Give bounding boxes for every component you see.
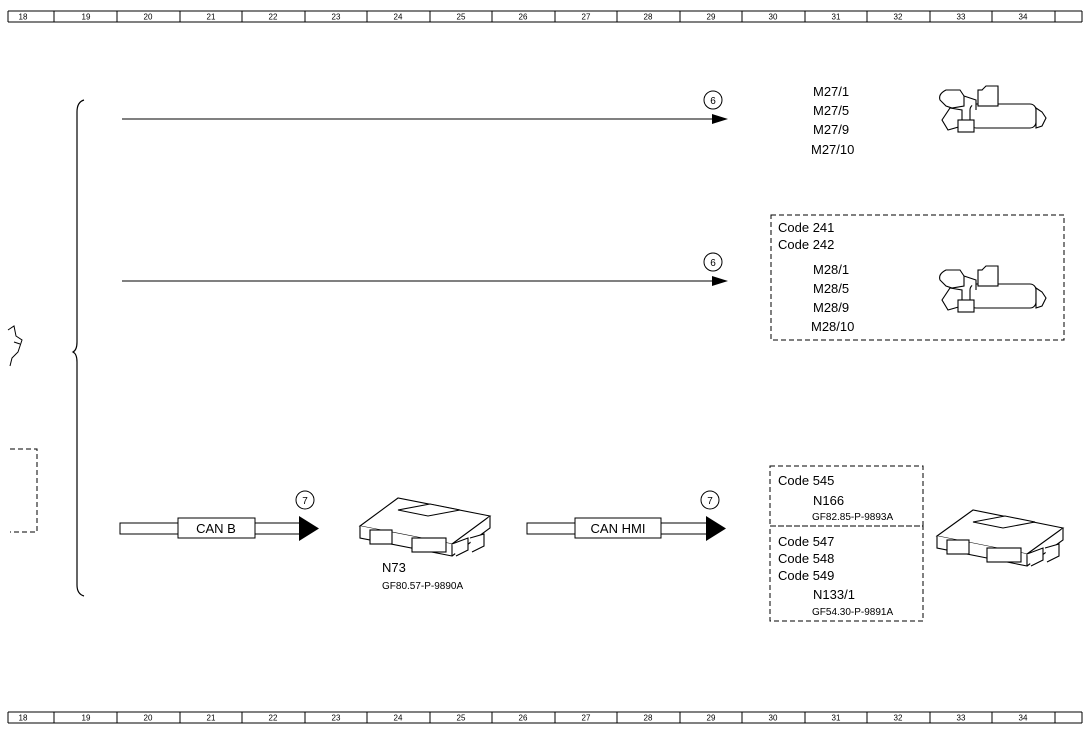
part-label: M28/1 [813,262,849,277]
motor-icon [939,265,1047,313]
ruler-number: 31 [832,714,841,723]
ruler-number: 18 [19,714,28,723]
ruler-number: 26 [519,13,528,22]
part-label: M28/9 [813,300,849,315]
ruler-number: 29 [707,13,716,22]
connector-ref-7: 7 [707,496,713,507]
ruler-number: 31 [832,13,841,22]
ruler-bottom: 18 19 20 21 22 23 24 25 26 27 28 29 30 31 32 33 34 [7,711,1083,724]
module-name: N73 [382,560,406,575]
left-brace [71,99,85,597]
ruler-number: 32 [894,13,903,22]
ruler-number: 23 [332,714,341,723]
ruler-number: 34 [1019,714,1028,723]
ruler-number: 29 [707,714,716,723]
code-label: Code 545 [778,473,834,488]
bus-label: CAN HMI [591,521,646,536]
ruler-number: 34 [1019,13,1028,22]
part-label: M28/5 [813,281,849,296]
code-label: Code 549 [778,568,834,583]
ruler-number: 33 [957,714,966,723]
ruler-number: 21 [207,13,216,22]
code-label: Code 242 [778,237,834,252]
ruler-number: 25 [457,13,466,22]
ruler-number: 26 [519,714,528,723]
module-name: N133/1 [813,587,855,602]
ruler-number: 28 [644,13,653,22]
connector-ref-6: 6 [710,258,716,269]
motor-icon [939,85,1047,133]
code-label: Code 547 [778,534,834,549]
ruler-number: 27 [582,714,591,723]
can-b-bus: CAN B 7 [119,490,319,541]
right-code-box-bottom: Code 547 Code 548 Code 549 N133/1 GF54.3… [769,525,924,622]
control-module-icon [358,497,492,557]
code-label: Code 548 [778,551,834,566]
ruler-number: 22 [269,13,278,22]
partial-dashed-box [10,448,38,533]
ruler-number: 22 [269,714,278,723]
part-label: M27/1 [813,84,849,99]
ruler-number: 30 [769,714,778,723]
ruler-number: 24 [394,13,403,22]
ruler-top: 18 19 20 21 22 23 24 25 26 27 28 29 30 31 32 33 34 [7,10,1083,23]
row-2-signal: 6 [122,252,728,286]
bus-label: CAN B [196,521,236,536]
part-label: M27/9 [813,122,849,137]
code-label: Code 241 [778,220,834,235]
ruler-number: 28 [644,714,653,723]
ruler-number: 27 [582,13,591,22]
right-code-box-top: Code 545 N166 GF82.85-P-9893A [769,465,924,527]
row-2-code-box: Code 241 Code 242 M28/1 M28/5 M28/9 M28/… [770,214,1065,341]
ruler-number: 23 [332,13,341,22]
connector-ref-7: 7 [302,496,308,507]
can-hmi-bus: CAN HMI 7 [526,490,726,541]
ruler-number: 18 [19,13,28,22]
control-module-icon [935,509,1065,567]
ruler-number: 25 [457,714,466,723]
connector-ref-6: 6 [710,96,716,107]
ruler-number: 33 [957,13,966,22]
ruler-number: 20 [144,714,153,723]
ruler-number: 30 [769,13,778,22]
module-ref: GF80.57-P-9890A [382,581,463,592]
row-1-part-list: M27/1 M27/5 M27/9 M27/10 [811,84,854,157]
part-label: M28/10 [811,319,854,334]
ruler-number: 19 [82,714,91,723]
row-1-signal: 6 [122,90,728,124]
part-label: M27/10 [811,142,854,157]
module-ref: GF54.30-P-9891A [812,607,893,618]
module-name: N166 [813,493,844,508]
ruler-number: 24 [394,714,403,723]
ruler-number: 20 [144,13,153,22]
ruler-number: 19 [82,13,91,22]
ruler-number: 21 [207,714,216,723]
ruler-number: 32 [894,714,903,723]
part-label: M27/5 [813,103,849,118]
partial-motor-icon [7,325,23,367]
module-ref: GF82.85-P-9893A [812,512,893,523]
